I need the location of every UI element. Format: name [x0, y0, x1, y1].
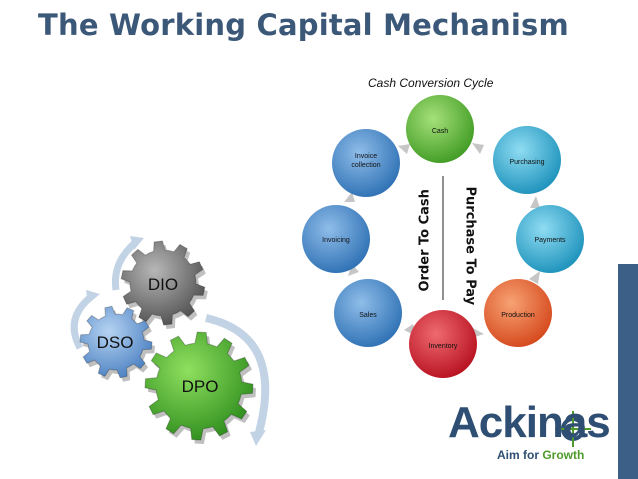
order-to-cash-label: Order To Cash [417, 189, 433, 292]
gear-arrowhead-right [250, 430, 266, 446]
gear-label-dpo: DPO [182, 377, 219, 396]
node-label-purchasing: Purchasing [509, 159, 544, 166]
cycle-arrow-6 [348, 264, 359, 276]
gear-label-dio: DIO [148, 275, 178, 294]
logo-tagline: Aim for Growth [497, 448, 584, 462]
logo-wordmark: Ackinas [448, 398, 611, 447]
node-label-payments: Payments [534, 237, 566, 244]
gear-arrowhead-top [130, 236, 144, 250]
node-label-invoice-collection-line: collection [351, 162, 380, 169]
node-payments [516, 205, 584, 273]
sidebar-accent-bar [618, 264, 638, 479]
tagline-part-2: Growth [542, 448, 585, 462]
cycle-arrow-2 [530, 196, 540, 208]
gear-dio [120, 240, 208, 329]
node-inventory [409, 310, 477, 378]
gear-dpo-body [144, 331, 254, 441]
cycle-title: Cash Conversion Cycle [368, 76, 494, 90]
gear-arc-arrow-right [205, 314, 270, 438]
node-production [484, 279, 552, 347]
page-title: The Working Capital Mechanism [38, 8, 569, 42]
cycle-arrow-8 [398, 144, 410, 154]
tagline-part-1: Aim for [497, 448, 543, 462]
node-sales [334, 279, 402, 347]
gear-label-dso: DSO [97, 333, 134, 352]
gear-dso [79, 305, 155, 382]
node-label-production: Production [501, 312, 535, 319]
node-cash [406, 95, 474, 163]
gear-arc-arrow-top [111, 239, 139, 291]
gear-dso-body [79, 305, 153, 379]
logo-target-icon [555, 411, 591, 447]
node-label-invoice-collection-line: Invoice [355, 153, 377, 160]
cycle-arrow-3 [529, 271, 540, 284]
cycle-arrow-7 [344, 192, 355, 202]
gear-arrowhead-left [86, 290, 100, 304]
node-invoicing [302, 205, 370, 273]
node-invoice-collection [332, 129, 400, 197]
node-label-inventory: Inventory [429, 343, 458, 350]
node-label-invoice-collection: Invoice collection [351, 153, 380, 169]
cycle-arrow-1 [472, 143, 484, 154]
gear-dio-body [120, 240, 206, 326]
purchase-to-pay-label: Purchase To Pay [462, 186, 478, 306]
gear-arc-arrow-left [70, 293, 95, 350]
node-label-cash: Cash [432, 128, 448, 135]
node-label-sales: Sales [359, 312, 377, 319]
node-purchasing [493, 126, 561, 194]
node-label-invoicing: Invoicing [322, 237, 350, 244]
gear-dpo [144, 331, 256, 444]
